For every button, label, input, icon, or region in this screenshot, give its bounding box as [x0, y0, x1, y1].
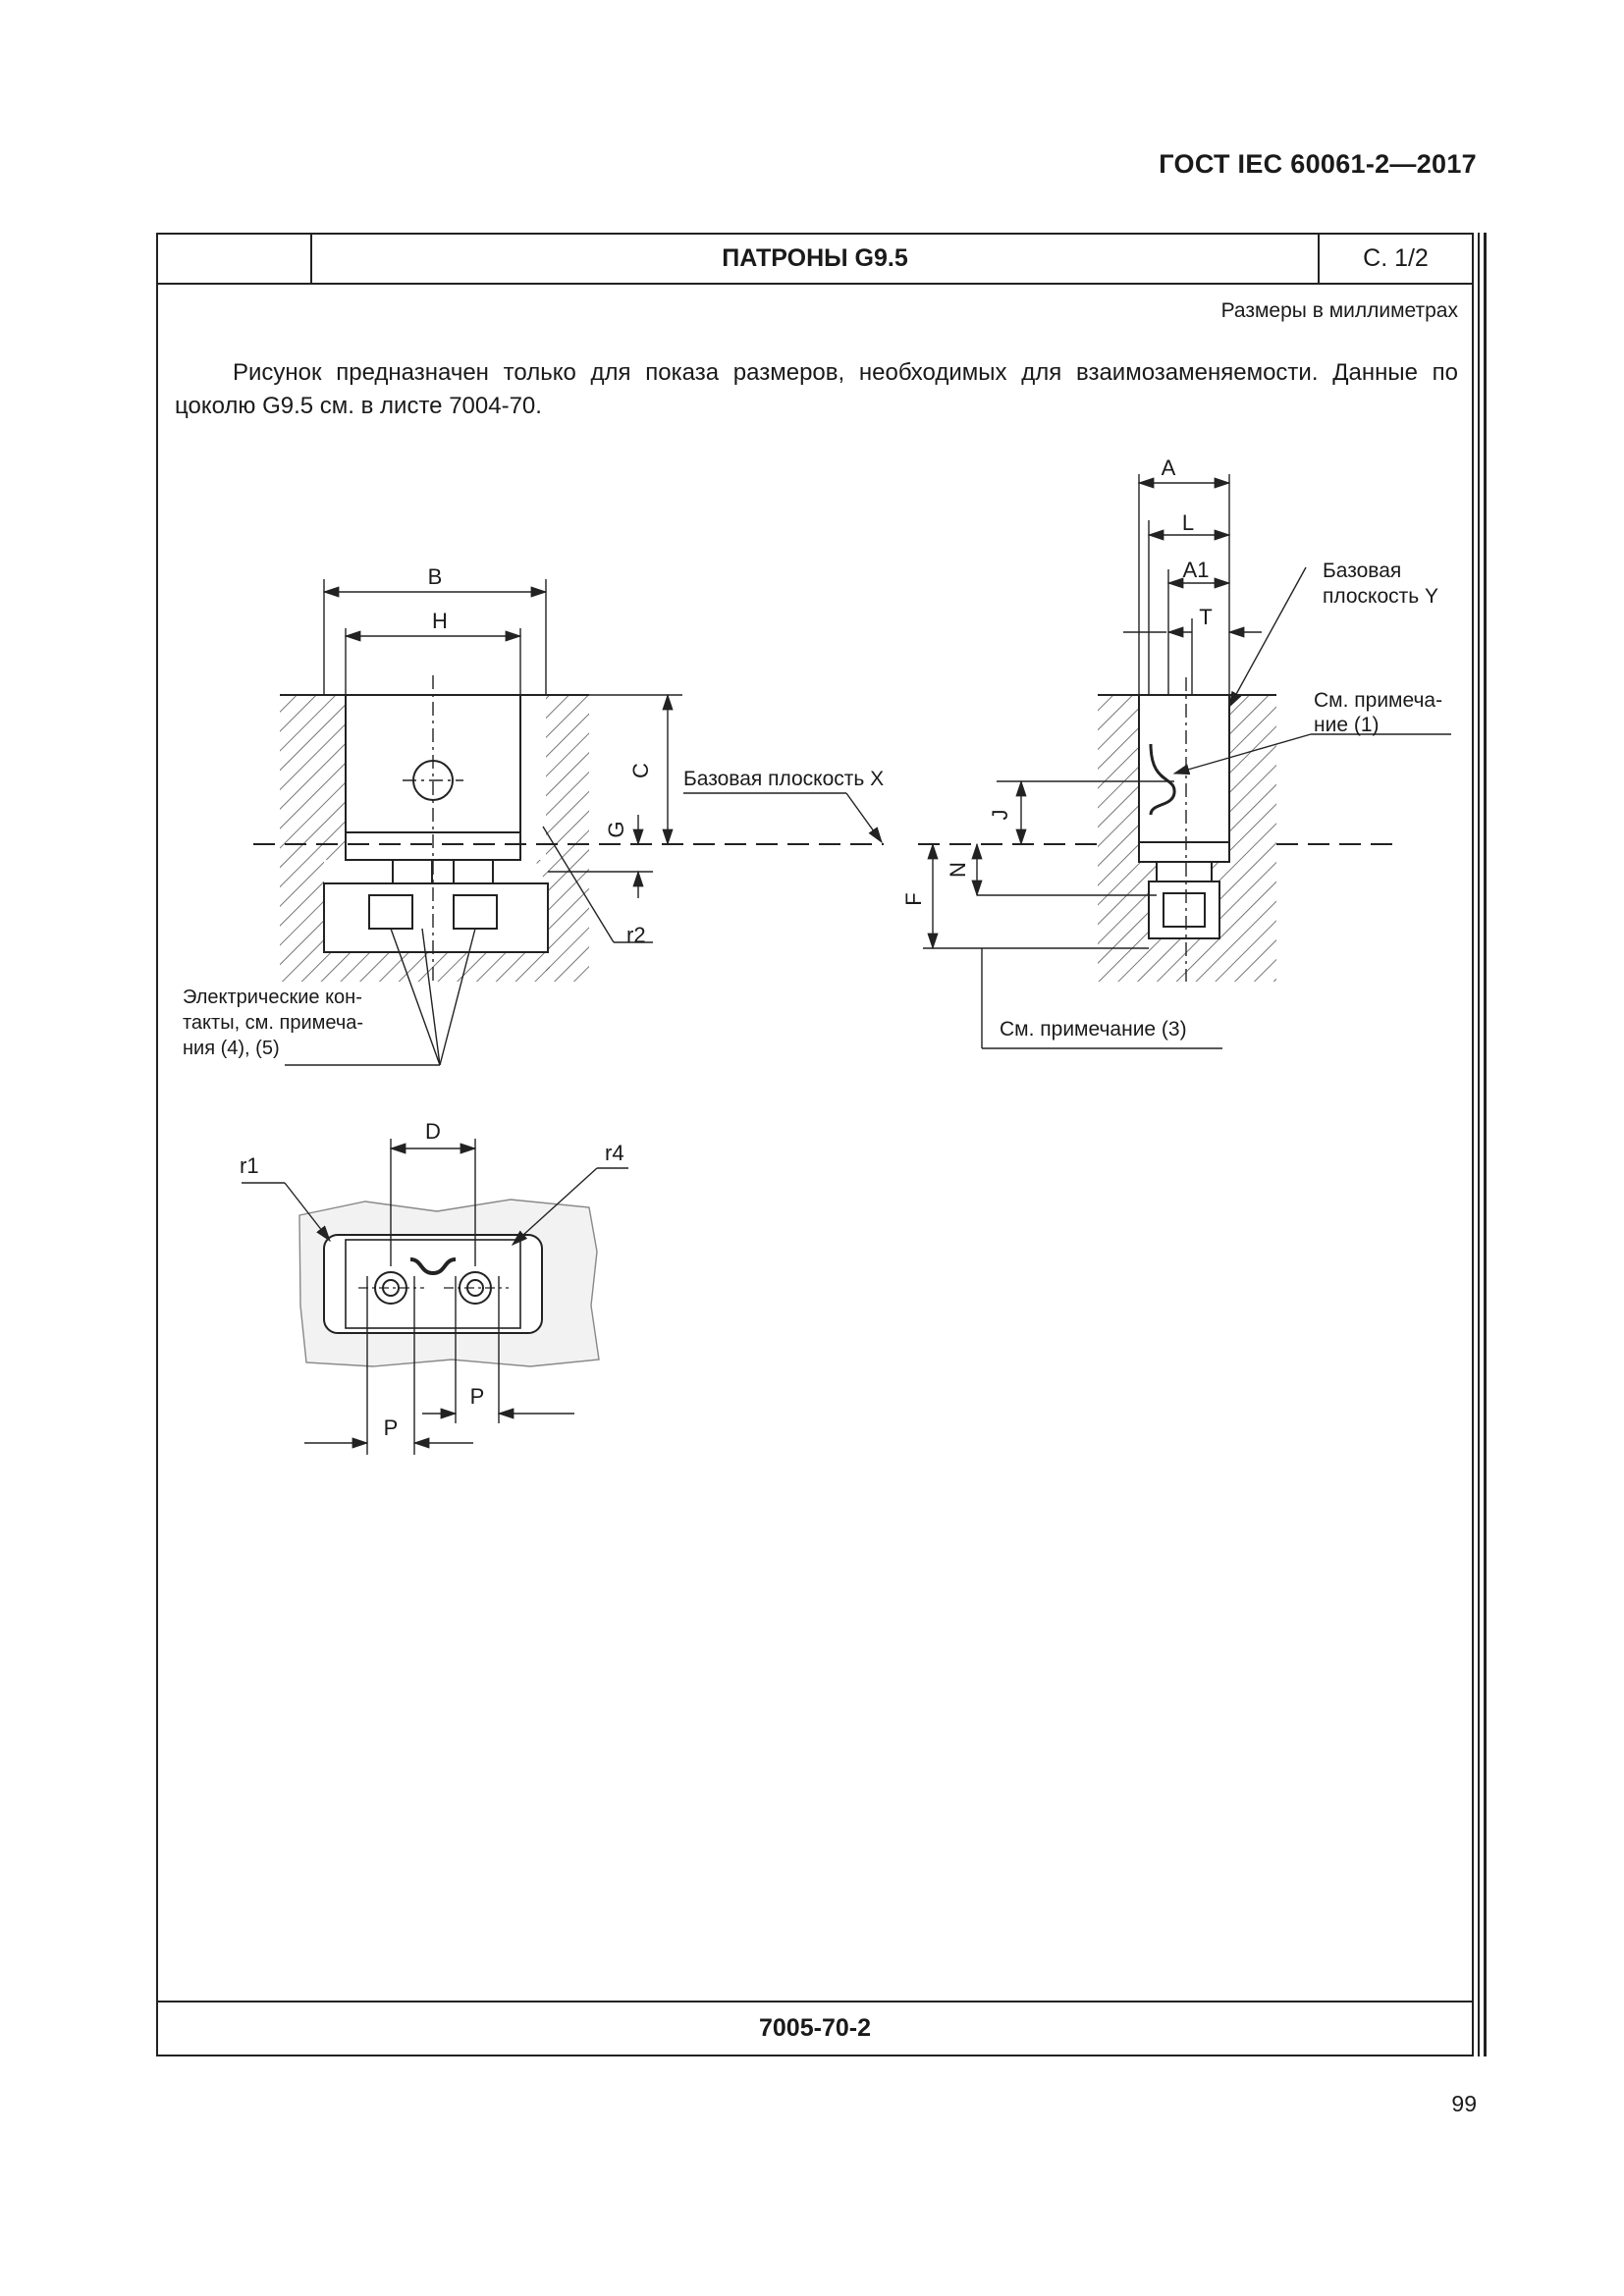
base-plane-x-leader	[683, 792, 883, 844]
front-view	[253, 579, 884, 1066]
base-plane-x-label: Базовая плоскость X	[683, 768, 884, 790]
note3-label: См. примечание (3)	[1000, 1018, 1187, 1041]
radius-r4-label: r4	[605, 1141, 624, 1165]
title-cell-empty	[158, 235, 312, 283]
contacts-note-line2: такты, см. примеча-	[183, 1012, 363, 1034]
dim-N-label: N	[946, 862, 970, 878]
bottom-view	[242, 1139, 628, 1455]
contacts-note-line3: ния (4), (5)	[183, 1038, 280, 1059]
contacts-note-line1: Электрические кон-	[183, 987, 362, 1008]
title-row: ПАТРОНЫ G9.5 С. 1/2	[158, 235, 1472, 285]
bottom-view-labels: D P P r1 r4	[240, 1119, 624, 1440]
dim-P-left-label: P	[384, 1415, 399, 1440]
page-number: 99	[1451, 2091, 1477, 2116]
base-plane-y-line1: Базовая	[1323, 560, 1401, 582]
page-reference: С. 1/2	[1318, 235, 1472, 283]
dim-B-label: B	[428, 564, 443, 589]
dim-F-label: F	[901, 892, 926, 905]
sheet-number: 7005-70-2	[158, 2001, 1472, 2055]
radius-r2-label: r2	[626, 923, 646, 947]
note1-line2: ние (1)	[1314, 714, 1380, 736]
dim-P-right-label: P	[470, 1384, 485, 1409]
dim-H-label: H	[432, 609, 448, 633]
dim-G-label: G	[604, 821, 628, 837]
sheet-frame: ПАТРОНЫ G9.5 С. 1/2 Размеры в миллиметра…	[156, 233, 1474, 2056]
standard-designation: ГОСТ IEC 60061-2—2017	[1159, 149, 1477, 179]
frame-double-line-outer	[1484, 233, 1487, 2056]
dim-J-label: J	[988, 810, 1012, 821]
side-view-labels: A L A1 T J N F Базовая плоскость Y См. п…	[901, 455, 1442, 1041]
dim-A1-label: A1	[1183, 558, 1210, 582]
sheet-title: ПАТРОНЫ G9.5	[722, 244, 908, 272]
frame-double-line	[1478, 233, 1480, 2056]
dim-L-label: L	[1182, 510, 1194, 535]
note1-line1: См. примеча-	[1314, 689, 1442, 712]
side-view	[918, 474, 1451, 1049]
description-paragraph: Рисунок предназначен только для показа р…	[175, 359, 1458, 419]
base-plane-y-line2: плоскость Y	[1323, 585, 1438, 608]
units-note: Размеры в миллиметрах	[1220, 299, 1458, 322]
dim-A-label: A	[1162, 455, 1176, 480]
dim-D-label: D	[425, 1119, 441, 1144]
dim-C-label: C	[628, 763, 653, 778]
radius-r1-label: r1	[240, 1153, 259, 1178]
dim-T-label: T	[1199, 605, 1212, 629]
front-view-labels: B H C G r2 Базовая плоскость X Электриче…	[183, 564, 884, 1059]
